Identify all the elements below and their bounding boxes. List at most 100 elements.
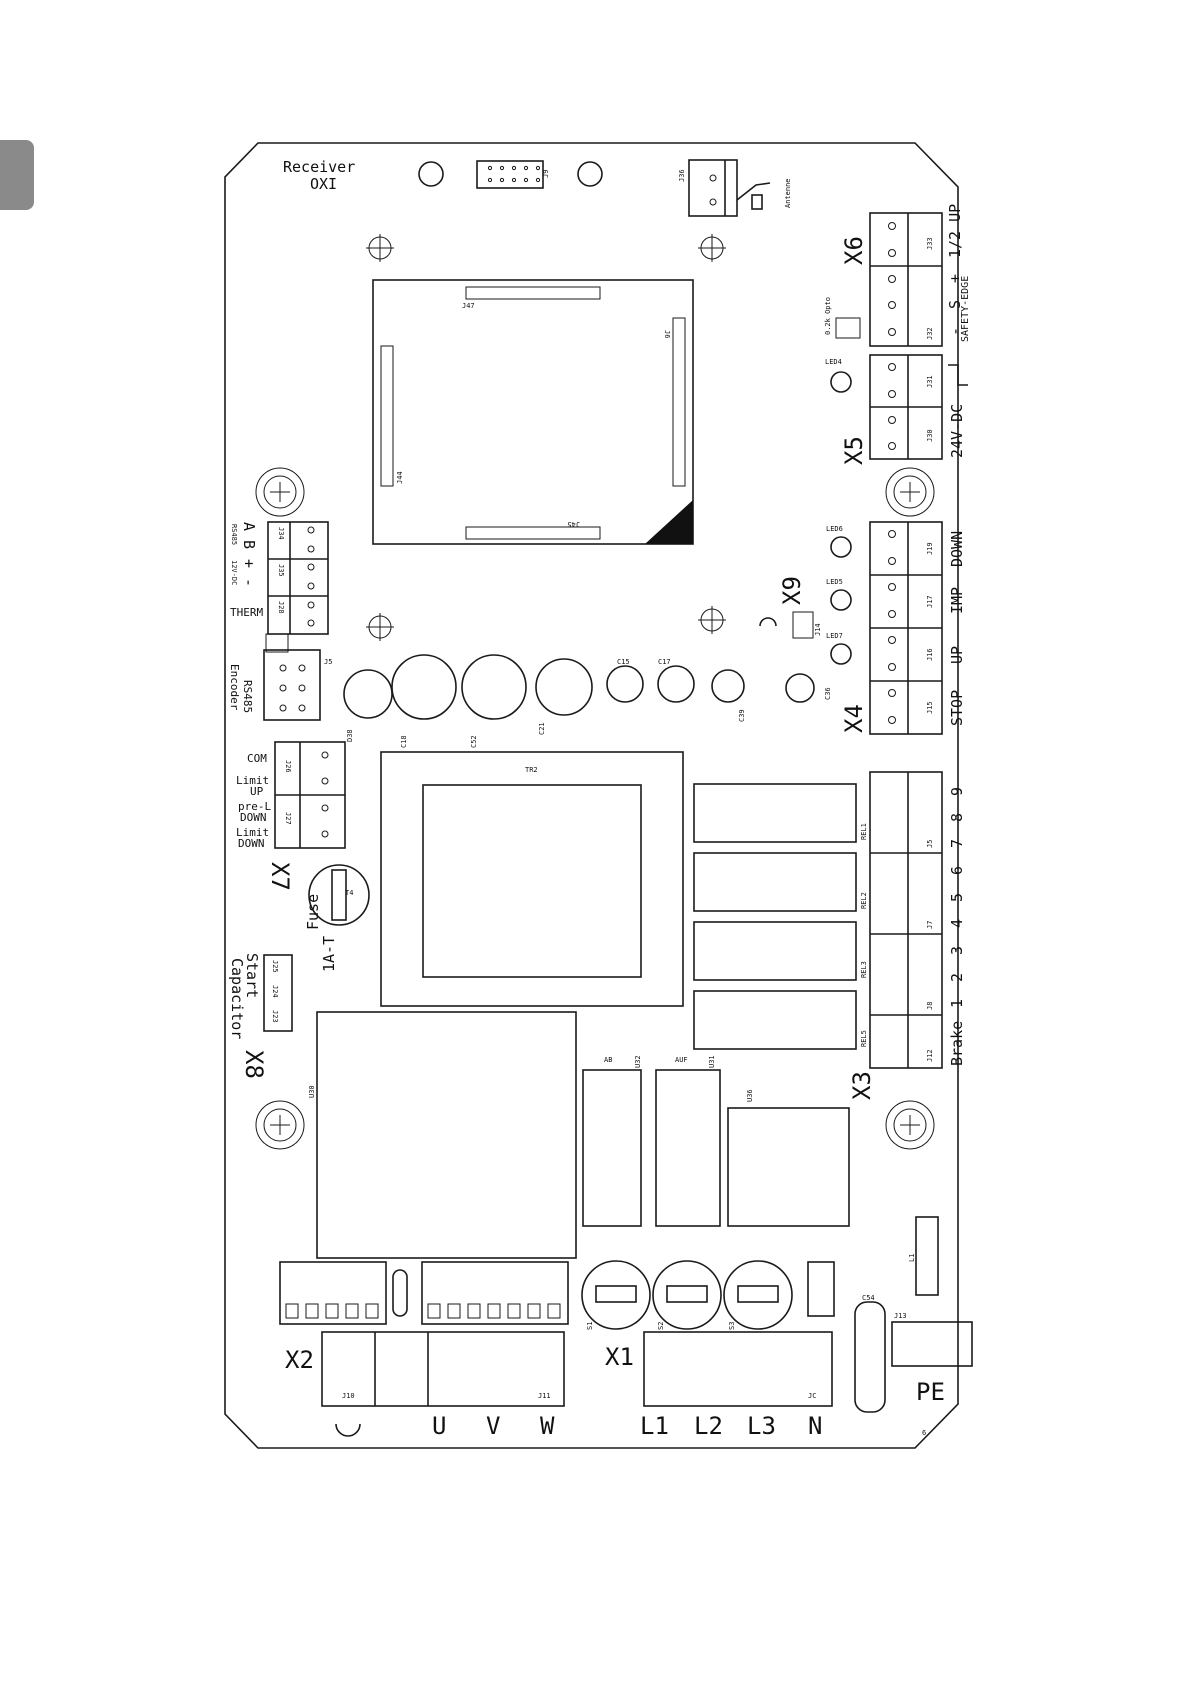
- svg-text:REL2: REL2: [860, 892, 868, 909]
- svg-text:J6: J6: [663, 330, 671, 338]
- svg-text:J14: J14: [814, 623, 822, 636]
- svg-text:Antenne: Antenne: [784, 178, 792, 208]
- svg-text:L2: L2: [694, 1412, 723, 1440]
- svg-text:C17: C17: [658, 658, 671, 666]
- svg-text:J28: J28: [277, 601, 285, 614]
- side-tab: [0, 140, 34, 210]
- svg-text:D38: D38: [346, 729, 354, 742]
- svg-text:J32: J32: [926, 327, 934, 340]
- svg-text:Fuse: Fuse: [304, 894, 322, 930]
- svg-text:+: +: [946, 274, 964, 283]
- svg-text:SAFETY-EDGE: SAFETY-EDGE: [960, 276, 971, 342]
- x4-label: X4: [840, 704, 868, 733]
- svg-text:N: N: [808, 1412, 822, 1440]
- svg-text:J15: J15: [926, 701, 934, 714]
- x5-label: X5: [840, 436, 868, 465]
- svg-text:C54: C54: [862, 1294, 875, 1302]
- svg-text:S: S: [946, 300, 964, 309]
- svg-text:C52: C52: [470, 735, 478, 748]
- svg-text:AB: AB: [604, 1056, 612, 1064]
- svg-text:S3: S3: [728, 1322, 736, 1330]
- svg-text:LED7: LED7: [826, 632, 843, 640]
- svg-text:U32: U32: [634, 1055, 642, 1068]
- svg-text:J31: J31: [926, 375, 934, 388]
- receiver-title: Receiver: [283, 158, 355, 176]
- svg-text:S2: S2: [657, 1322, 665, 1330]
- svg-text:Start: Start: [243, 953, 261, 998]
- svg-text:U: U: [432, 1412, 446, 1440]
- svg-text:U31: U31: [708, 1055, 716, 1068]
- svg-text:RS485: RS485: [241, 680, 254, 713]
- svg-text:1: 1: [948, 999, 966, 1008]
- svg-text:S1: S1: [586, 1322, 594, 1330]
- svg-text:W: W: [540, 1412, 555, 1440]
- svg-text:0.2k Opto: 0.2k Opto: [824, 297, 832, 335]
- svg-text:3: 3: [948, 946, 966, 955]
- svg-text:J10: J10: [342, 1392, 355, 1400]
- x6-label: X6: [840, 236, 868, 265]
- svg-text:J5: J5: [324, 658, 332, 666]
- svg-text:+: +: [240, 559, 258, 568]
- svg-text:DOWN: DOWN: [238, 837, 265, 850]
- svg-text:C15: C15: [617, 658, 630, 666]
- svg-text:JC: JC: [808, 1392, 816, 1400]
- svg-text:24V-DC: 24V-DC: [948, 404, 966, 458]
- svg-text:J45: J45: [567, 520, 580, 528]
- svg-text:5: 5: [948, 893, 966, 902]
- svg-text:J27: J27: [284, 812, 292, 825]
- svg-text:Limit: Limit: [236, 826, 269, 839]
- svg-text:L1: L1: [640, 1412, 669, 1440]
- svg-text:1A-T: 1A-T: [320, 936, 338, 972]
- svg-text:UP: UP: [250, 785, 264, 798]
- svg-text:9: 9: [948, 787, 966, 796]
- svg-text:AUF: AUF: [675, 1056, 688, 1064]
- svg-text:RS485: RS485: [230, 524, 238, 545]
- svg-text:J16: J16: [926, 648, 934, 661]
- svg-text:TR2: TR2: [525, 766, 538, 774]
- svg-text:J5: J5: [926, 840, 934, 848]
- svg-text:L3: L3: [747, 1412, 776, 1440]
- svg-text:UP: UP: [948, 646, 966, 664]
- svg-text:L1: L1: [908, 1254, 916, 1262]
- svg-text:LED4: LED4: [825, 358, 842, 366]
- board-outline: [224, 142, 959, 1449]
- svg-text:IMP: IMP: [948, 587, 966, 614]
- svg-text:U30: U30: [308, 1085, 316, 1098]
- svg-text:J13: J13: [894, 1312, 907, 1320]
- svg-text:8: 8: [948, 813, 966, 822]
- svg-text:C21: C21: [538, 722, 546, 735]
- svg-text:-: -: [946, 327, 964, 336]
- svg-text:Encoder: Encoder: [228, 664, 241, 711]
- svg-text:-: -: [240, 578, 258, 587]
- svg-text:T4: T4: [345, 889, 353, 897]
- svg-text:Brake: Brake: [948, 1021, 966, 1066]
- svg-text:REL3: REL3: [860, 961, 868, 978]
- svg-text:J17: J17: [926, 595, 934, 608]
- svg-text:Capacitor: Capacitor: [228, 958, 246, 1039]
- svg-text:7: 7: [948, 839, 966, 848]
- svg-text:A: A: [240, 522, 258, 531]
- svg-text:J11: J11: [538, 1392, 551, 1400]
- svg-text:J23: J23: [271, 1010, 279, 1023]
- svg-text:Limit: Limit: [236, 774, 269, 787]
- x8-label: X8: [240, 1050, 268, 1079]
- svg-text:2: 2: [948, 973, 966, 982]
- svg-text:1/2 UP: 1/2 UP: [946, 204, 964, 258]
- svg-text:J7: J7: [926, 921, 934, 929]
- svg-text:J19: J19: [926, 542, 934, 555]
- svg-text:LED6: LED6: [826, 525, 843, 533]
- receiver-model: OXI: [310, 175, 337, 193]
- pe-label: PE: [916, 1378, 945, 1406]
- x1-label: X1: [605, 1343, 634, 1371]
- svg-text:REL5: REL5: [860, 1030, 868, 1047]
- svg-text:4: 4: [948, 919, 966, 928]
- svg-text:J12: J12: [926, 1049, 934, 1062]
- svg-text:J8: J8: [926, 1002, 934, 1010]
- svg-text:LED5: LED5: [826, 578, 843, 586]
- svg-text:C36: C36: [824, 687, 832, 700]
- svg-text:J26: J26: [284, 760, 292, 773]
- svg-text:J35: J35: [277, 564, 285, 577]
- svg-text:DOWN: DOWN: [948, 531, 966, 567]
- svg-text:U36: U36: [746, 1089, 754, 1102]
